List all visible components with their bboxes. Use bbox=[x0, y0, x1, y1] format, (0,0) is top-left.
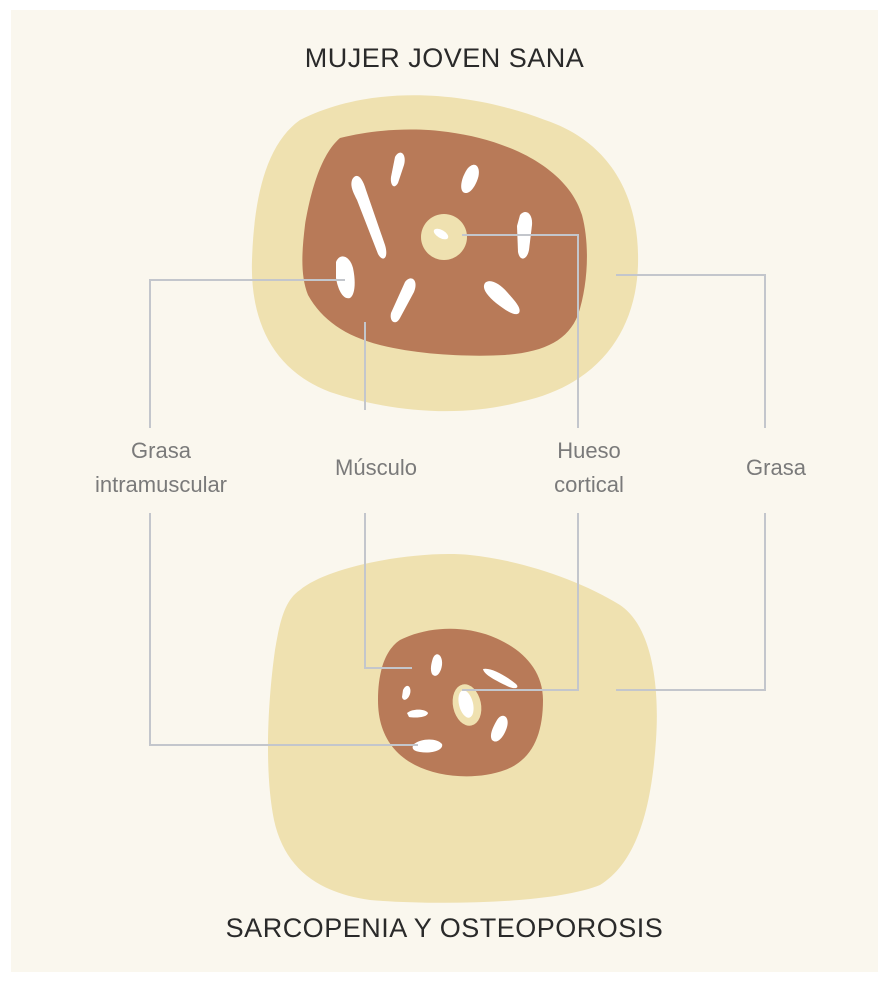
leader-bone-bottom bbox=[462, 513, 579, 691]
sarcopenia-intramuscular-fat bbox=[402, 654, 518, 753]
marbling-streak bbox=[351, 175, 387, 259]
label-cortical-bone-line1: Hueso bbox=[557, 438, 621, 463]
marbling-streak bbox=[461, 164, 479, 194]
marbling-streak bbox=[336, 256, 355, 299]
leader-fat-top bbox=[616, 274, 766, 428]
healthy-thigh-section bbox=[251, 95, 639, 412]
label-cortical-bone-line2: cortical bbox=[554, 472, 624, 497]
leader-intramuscular-top bbox=[149, 279, 345, 428]
label-intramuscular-fat-line2: intramuscular bbox=[94, 472, 228, 497]
leader-muscle-bottom bbox=[364, 513, 412, 669]
leader-intramuscular-bottom bbox=[149, 513, 418, 746]
marbling-streak bbox=[390, 278, 416, 323]
leader-lines bbox=[149, 234, 766, 746]
healthy-bone-marrow bbox=[433, 228, 449, 240]
marbling-streak bbox=[412, 739, 443, 753]
marbling-streak bbox=[490, 715, 508, 742]
top-title: MUJER JOVEN SANA bbox=[304, 43, 585, 73]
label-intramuscular-fat-line1: Grasa bbox=[131, 438, 191, 463]
healthy-intramuscular-fat bbox=[336, 152, 533, 323]
label-cortical-bone: Hueso cortical bbox=[516, 434, 662, 502]
marbling-streak bbox=[483, 281, 520, 315]
marbling-streak bbox=[407, 709, 428, 718]
marbling-streak bbox=[483, 668, 518, 689]
label-fat: Grasa bbox=[746, 455, 806, 480]
sarcopenia-thigh-section bbox=[267, 554, 657, 903]
marbling-streak bbox=[430, 654, 443, 676]
label-intramuscular-fat: Grasa intramuscular bbox=[56, 434, 266, 502]
marbling-streak bbox=[390, 152, 405, 187]
leader-bone-top bbox=[462, 234, 579, 428]
diagram-canvas: MUJER JOVEN SANA Grasa intramuscular Mús… bbox=[11, 10, 878, 972]
marbling-streak bbox=[402, 685, 411, 700]
label-muscle: Músculo bbox=[335, 455, 417, 480]
bottom-title: SARCOPENIA Y OSTEOPOROSIS bbox=[225, 913, 664, 943]
leader-fat-bottom bbox=[616, 513, 766, 691]
cross-section-diagram bbox=[149, 95, 766, 903]
sarcopenia-bone-marrow bbox=[458, 690, 474, 718]
